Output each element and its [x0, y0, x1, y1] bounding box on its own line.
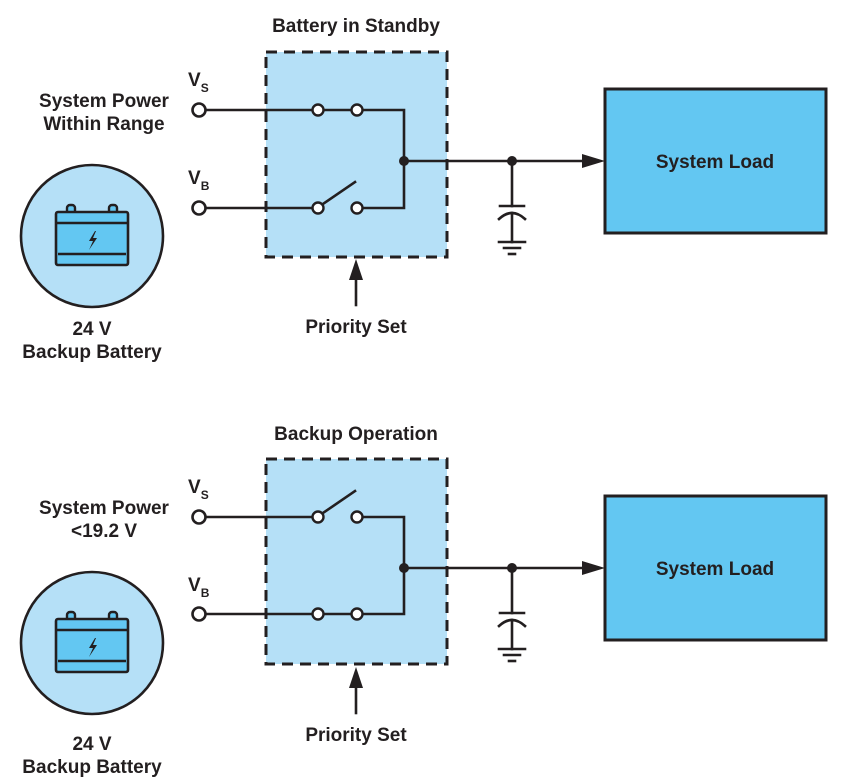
priority-arrow-icon	[349, 667, 363, 688]
vs-contact-b	[350, 103, 364, 117]
system-load-label: System Load	[656, 559, 774, 580]
vs-label: VS	[188, 477, 209, 502]
vb-terminal	[191, 606, 207, 622]
priority-switch-box	[264, 457, 449, 666]
vb-contact-a	[311, 607, 325, 621]
battery-voltage-label: 24 V	[72, 734, 111, 755]
system-power-condition: Within Range	[43, 114, 164, 135]
capacitor-icon	[497, 159, 527, 244]
junction-dot	[399, 563, 409, 573]
vs-contact-a	[311, 103, 325, 117]
priority-switch-box	[264, 50, 449, 259]
system-load-label: System Load	[656, 152, 774, 173]
battery-icon	[54, 203, 130, 267]
vb-label: VB	[188, 168, 210, 193]
vb-label: VB	[188, 575, 210, 600]
vb-contact-b	[350, 607, 364, 621]
panel-title: Backup Operation	[274, 424, 438, 445]
system-load-box	[603, 87, 828, 235]
system-power-condition: <19.2 V	[71, 521, 137, 542]
panel-backup: Backup Operation System Power <19.2 V VS…	[19, 424, 828, 778]
ground-icon	[497, 240, 527, 256]
junction-dot	[399, 156, 409, 166]
lightning-icon	[89, 638, 97, 657]
battery-name-label: Backup Battery	[22, 342, 162, 363]
arrow-head-icon	[582, 561, 605, 575]
vb-contact-a	[311, 201, 325, 215]
panel-standby: Battery in Standby System Power Within R…	[19, 16, 828, 363]
priority-arrow-icon	[349, 259, 363, 280]
vs-terminal	[191, 102, 207, 118]
vs-terminal	[191, 509, 207, 525]
system-power-label: System Power	[39, 498, 169, 519]
system-load-box	[603, 494, 828, 642]
battery-icon	[54, 610, 130, 674]
vb-switch-open	[321, 180, 357, 206]
vb-terminal	[191, 200, 207, 216]
system-power-label: System Power	[39, 91, 169, 112]
panel-title: Battery in Standby	[272, 16, 440, 37]
battery-voltage-label: 24 V	[72, 319, 111, 340]
ground-icon	[497, 647, 527, 663]
priority-set-label: Priority Set	[305, 725, 407, 746]
vs-label: VS	[188, 70, 209, 95]
capacitor-icon	[497, 566, 527, 651]
vs-contact-b	[350, 510, 364, 524]
vs-switch-open	[321, 489, 357, 515]
vs-contact-a	[311, 510, 325, 524]
vb-contact-b	[350, 201, 364, 215]
lightning-icon	[89, 231, 97, 250]
battery-name-label: Backup Battery	[22, 757, 162, 778]
priority-set-label: Priority Set	[305, 317, 407, 338]
arrow-head-icon	[582, 154, 605, 168]
